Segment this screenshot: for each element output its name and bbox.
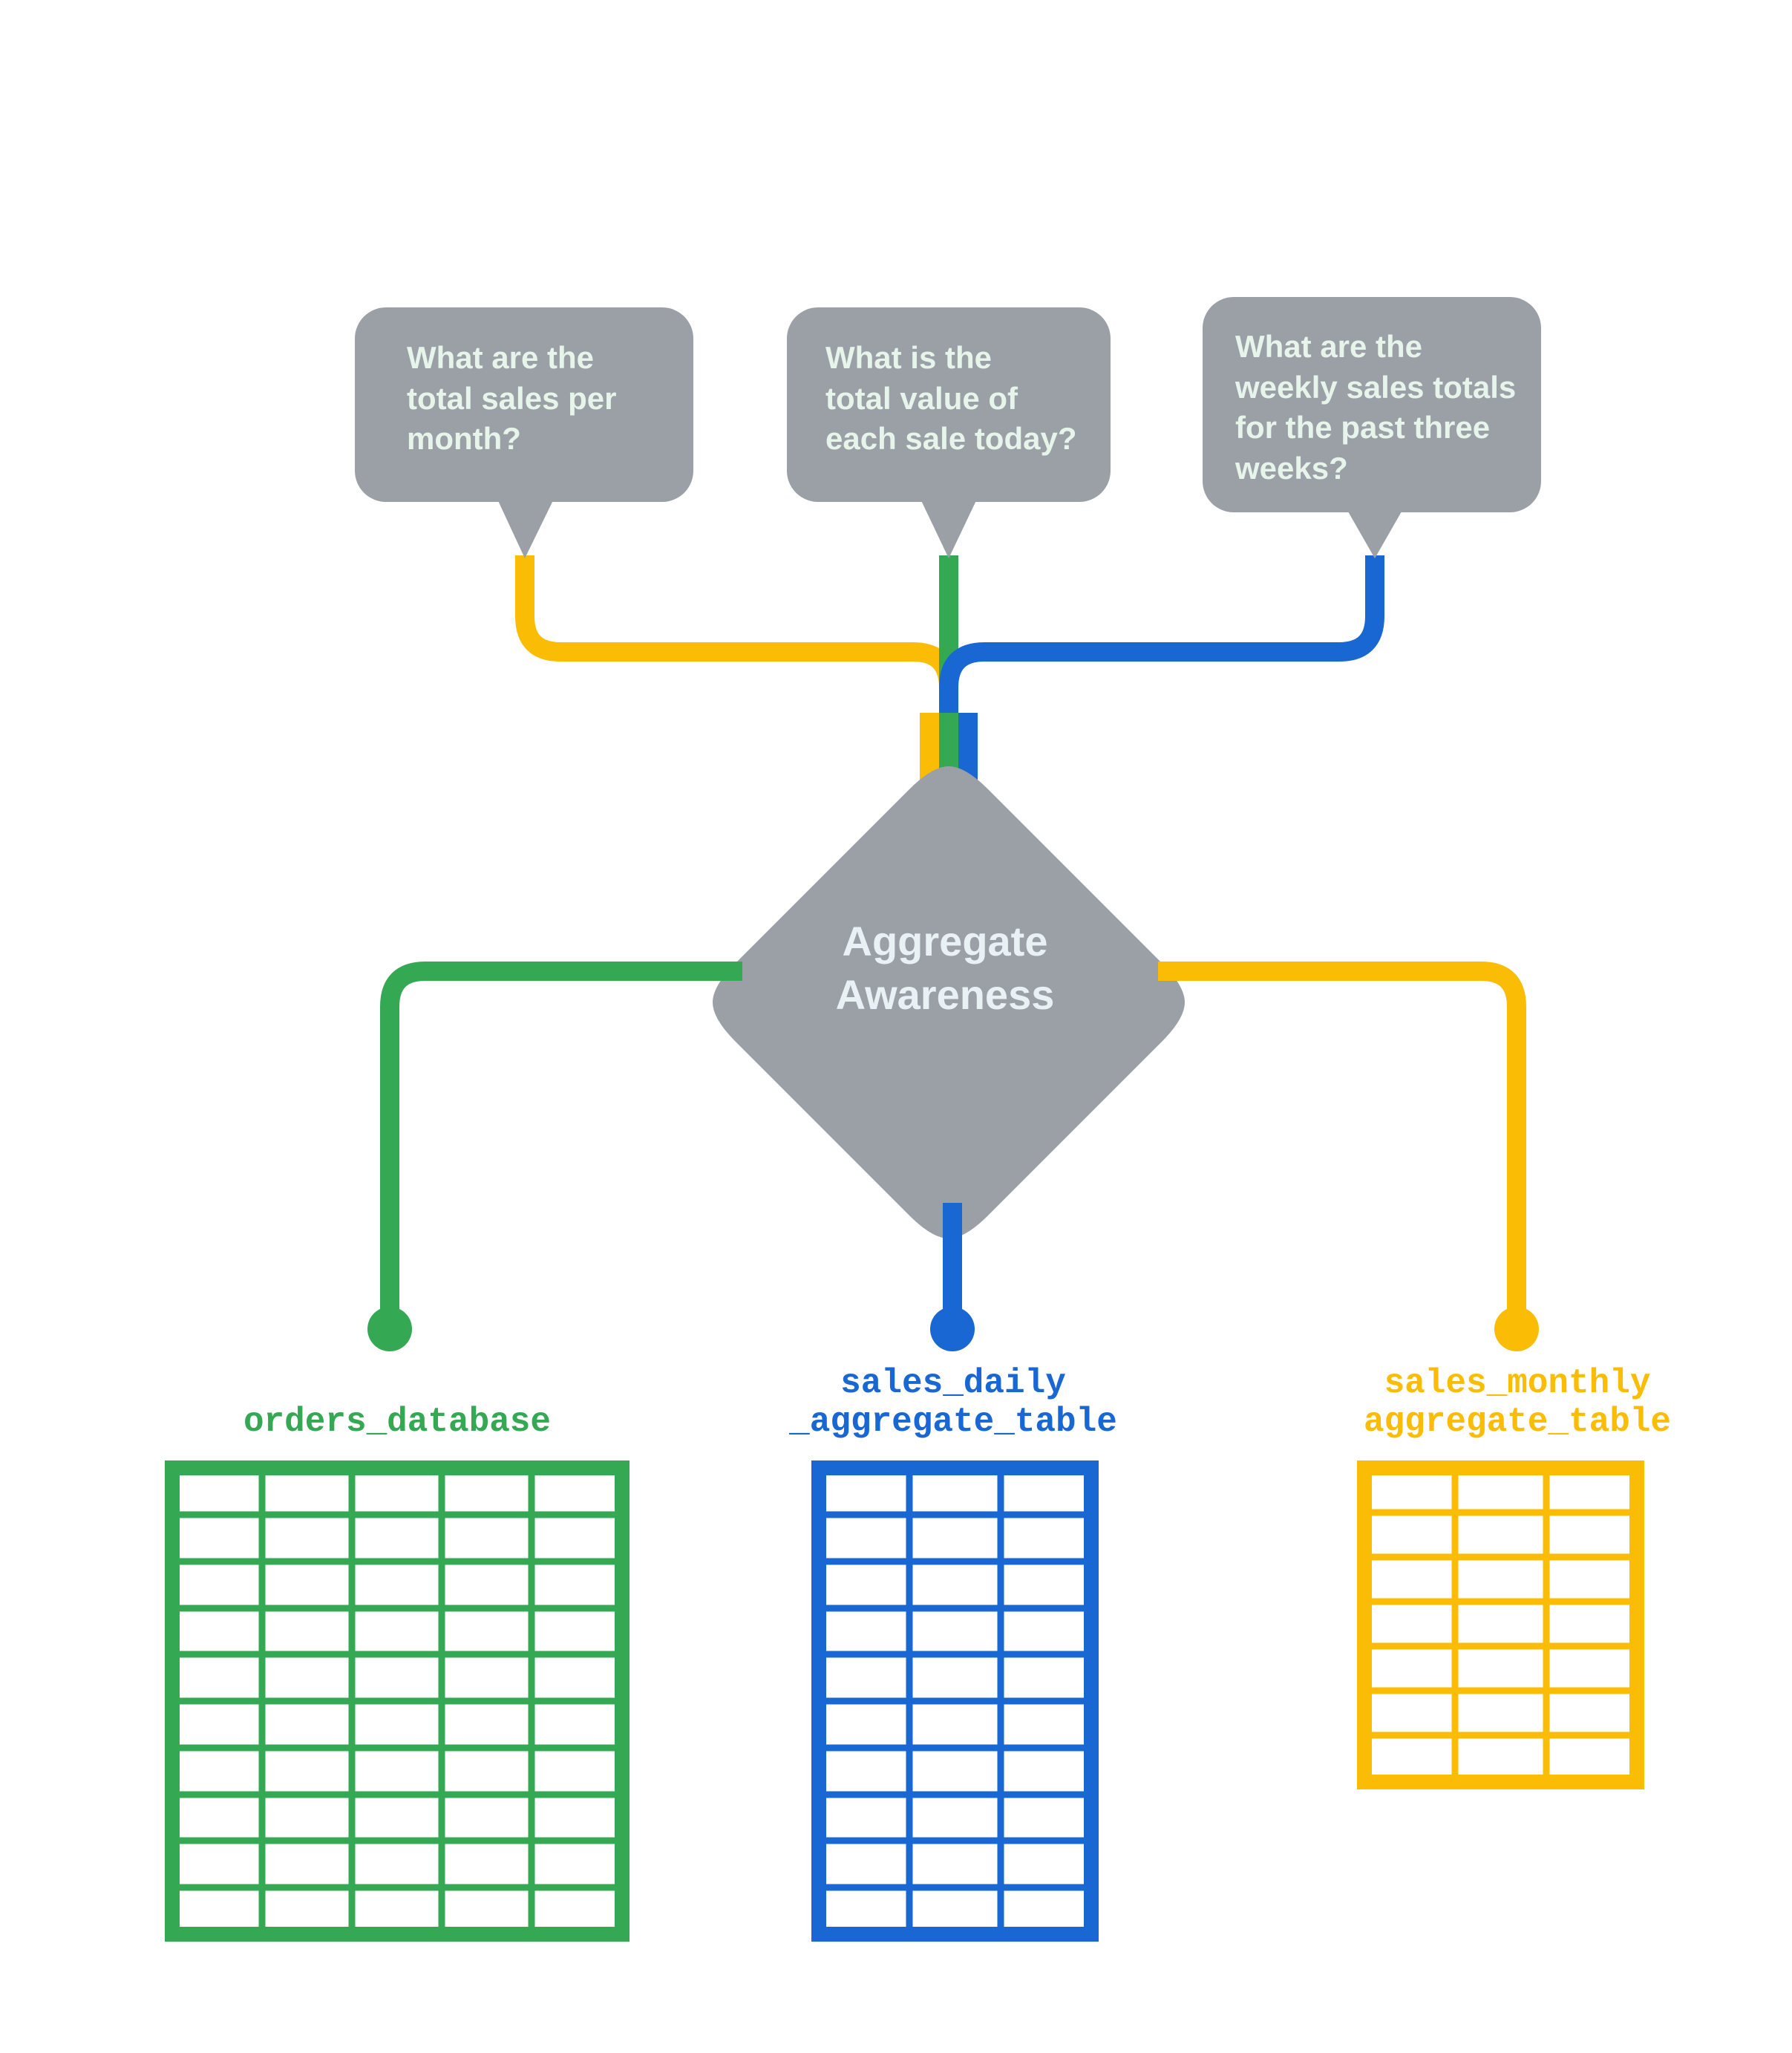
endpoint-dot-sales-daily <box>930 1307 975 1351</box>
connector-orders-database <box>380 962 742 1318</box>
connector-weekly-question <box>939 555 1384 787</box>
speech-bubble-weekly[interactable] <box>1203 297 1541 558</box>
diamond-shape <box>713 766 1185 1238</box>
speech-bubble-monthly[interactable] <box>355 307 693 558</box>
table-grid-orders-database[interactable] <box>165 1460 630 1942</box>
table-caption-orders-database: orders_database <box>243 1403 552 1441</box>
connector-monthly-question <box>515 555 958 787</box>
table-caption-sales-daily: sales_daily _aggregate_table <box>789 1364 1117 1441</box>
table-caption-sales-monthly: sales_monthly aggregate_table <box>1363 1364 1672 1441</box>
endpoint-dot-sales-monthly <box>1494 1307 1539 1351</box>
table-grid-sales-daily[interactable] <box>811 1460 1099 1942</box>
endpoint-dot-orders-database <box>367 1307 412 1351</box>
connector-sales-monthly <box>1158 962 1526 1318</box>
speech-bubble-daily[interactable] <box>787 307 1111 558</box>
aggregate-awareness-node[interactable] <box>713 766 1185 1238</box>
page-title: Aggregate Awareness <box>835 918 1055 1018</box>
table-grid-sales-monthly[interactable] <box>1357 1460 1644 1789</box>
